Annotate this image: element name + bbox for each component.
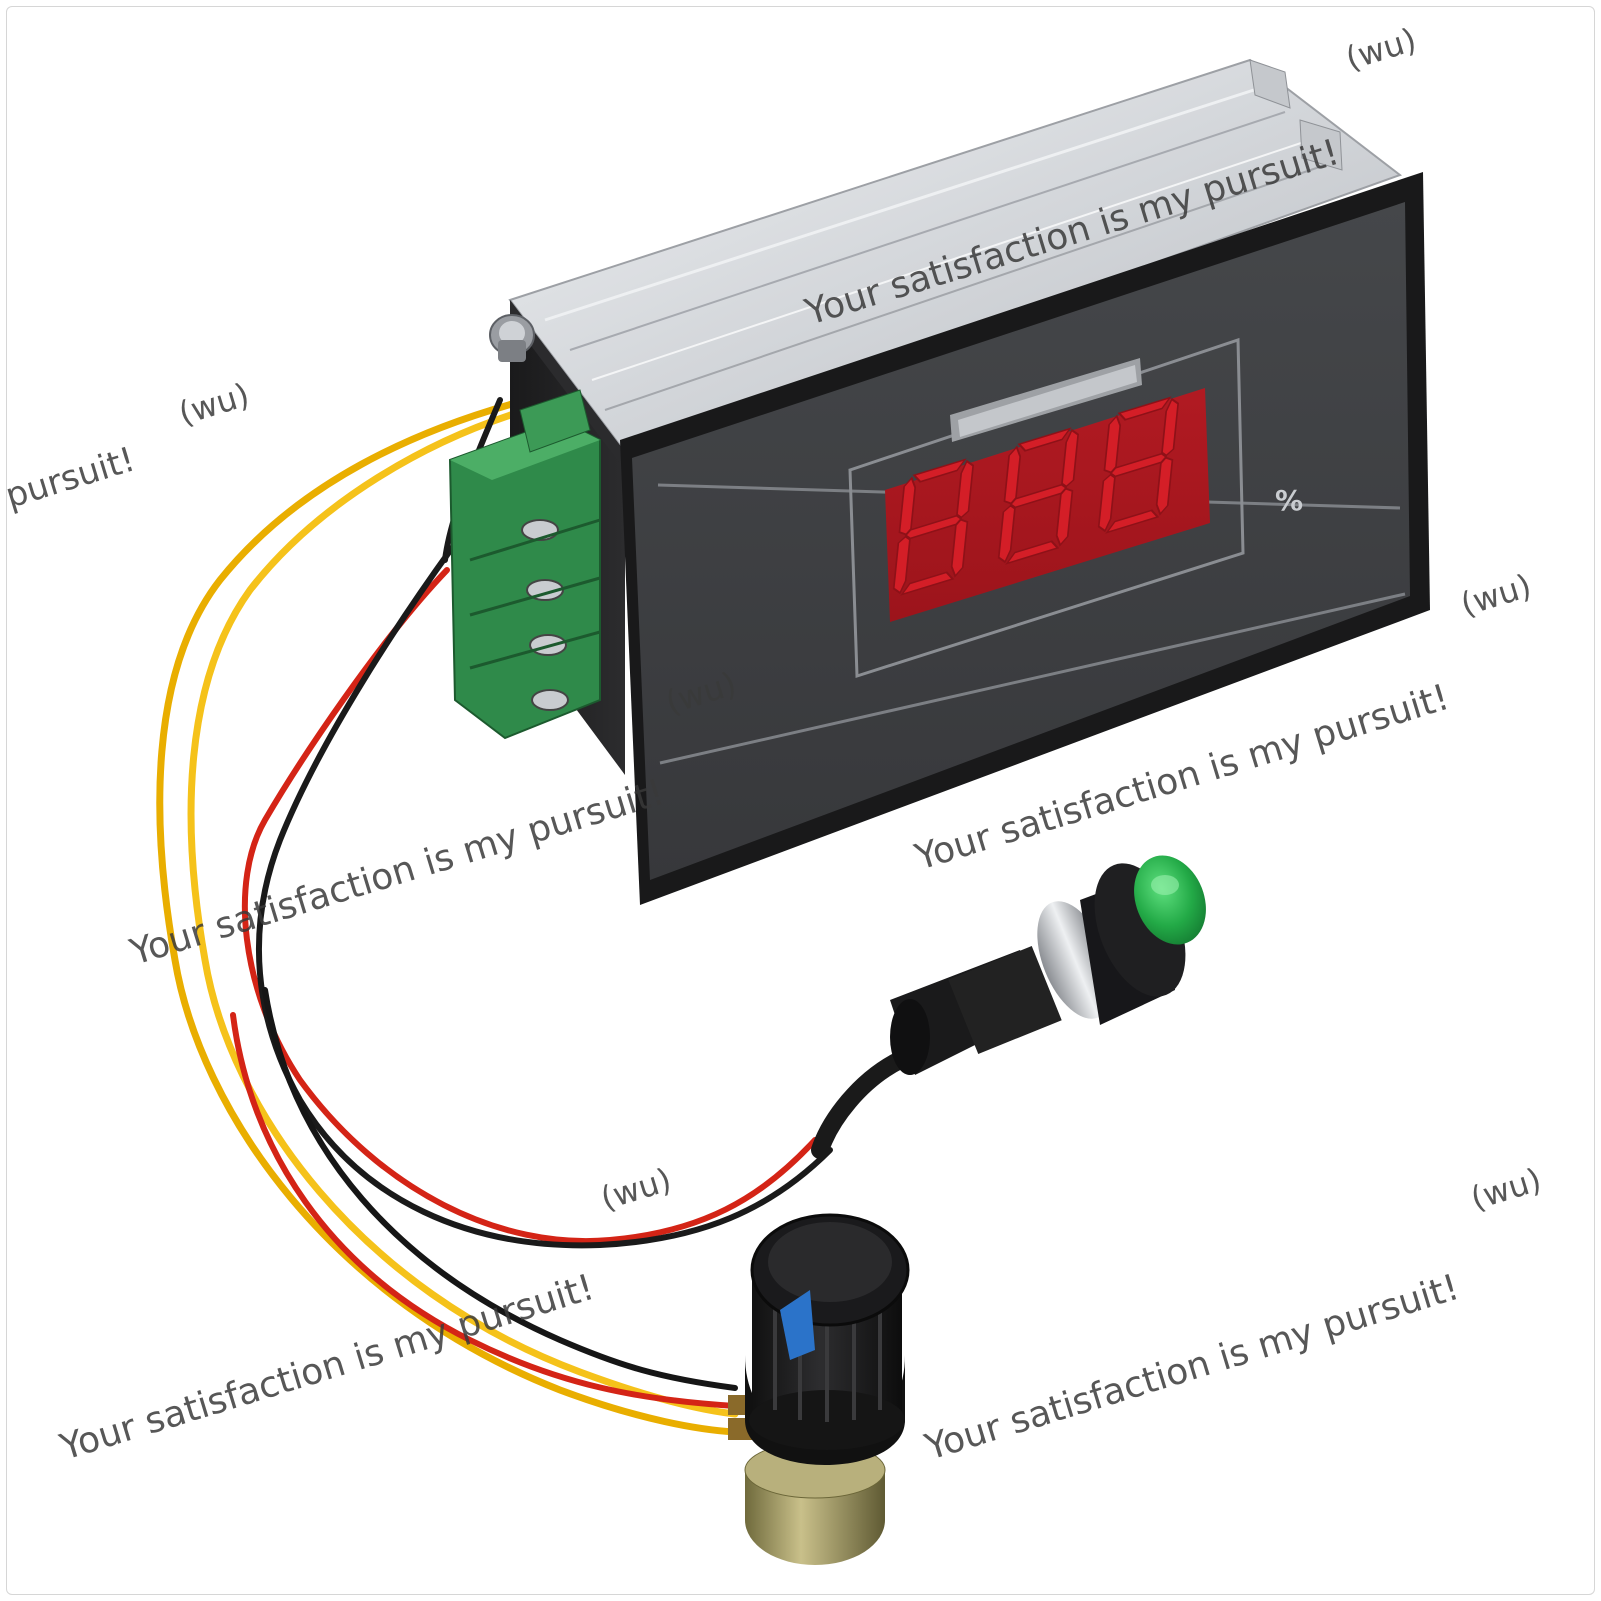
segment-g <box>904 514 963 540</box>
button-cap[interactable] <box>1121 845 1219 956</box>
terminal-block <box>448 389 601 740</box>
segment-g <box>1109 452 1168 478</box>
segment-e <box>997 504 1016 564</box>
segment-a <box>1017 427 1072 452</box>
watermark-tag-6: (wu) <box>1466 1160 1545 1217</box>
push-button[interactable] <box>811 845 1219 1159</box>
segment-e <box>892 535 911 595</box>
segment-d <box>900 571 955 596</box>
watermark-fragment-1: pursuit! <box>1 440 140 517</box>
watermark-tag-2: (wu) <box>174 375 253 432</box>
watermark-tag-3: (wu) <box>1456 566 1535 623</box>
segment-d <box>1105 509 1160 534</box>
watermark-slogan-3: Your satisfaction is my pursuit! <box>125 772 669 974</box>
segment-d <box>1005 540 1060 565</box>
led-digit-1 <box>892 458 975 596</box>
display-window <box>848 337 1245 679</box>
led-digit-2 <box>997 427 1080 565</box>
segment-c <box>950 518 969 578</box>
unit-label: % <box>1275 484 1303 517</box>
segment-g <box>1009 483 1068 509</box>
knob-marker <box>780 1290 815 1360</box>
wire-red-2 <box>230 1012 738 1409</box>
wire-yellow-2 <box>187 408 739 1418</box>
segment-a <box>1117 396 1172 421</box>
segment-c <box>1155 456 1174 516</box>
wire-yellow-1 <box>156 400 739 1436</box>
heatsink <box>508 58 1403 454</box>
segment-a <box>912 458 967 483</box>
wire-bundle <box>156 397 833 1436</box>
wire-red-1 <box>241 567 818 1244</box>
watermark-tag-1: (wu) <box>1341 20 1420 77</box>
button-cable <box>811 1051 909 1159</box>
wire-black-2 <box>262 987 738 1391</box>
speed-knob[interactable] <box>728 1213 910 1565</box>
watermark-slogan-5: Your satisfaction is my pursuit! <box>920 1267 1464 1469</box>
watermark-tag-5: (wu) <box>596 1160 675 1217</box>
led-digit-3 <box>1097 396 1180 534</box>
led-digits <box>892 396 1180 596</box>
segment-e <box>1097 473 1116 533</box>
segment-c <box>1055 487 1074 547</box>
mounting-screw <box>489 314 535 362</box>
